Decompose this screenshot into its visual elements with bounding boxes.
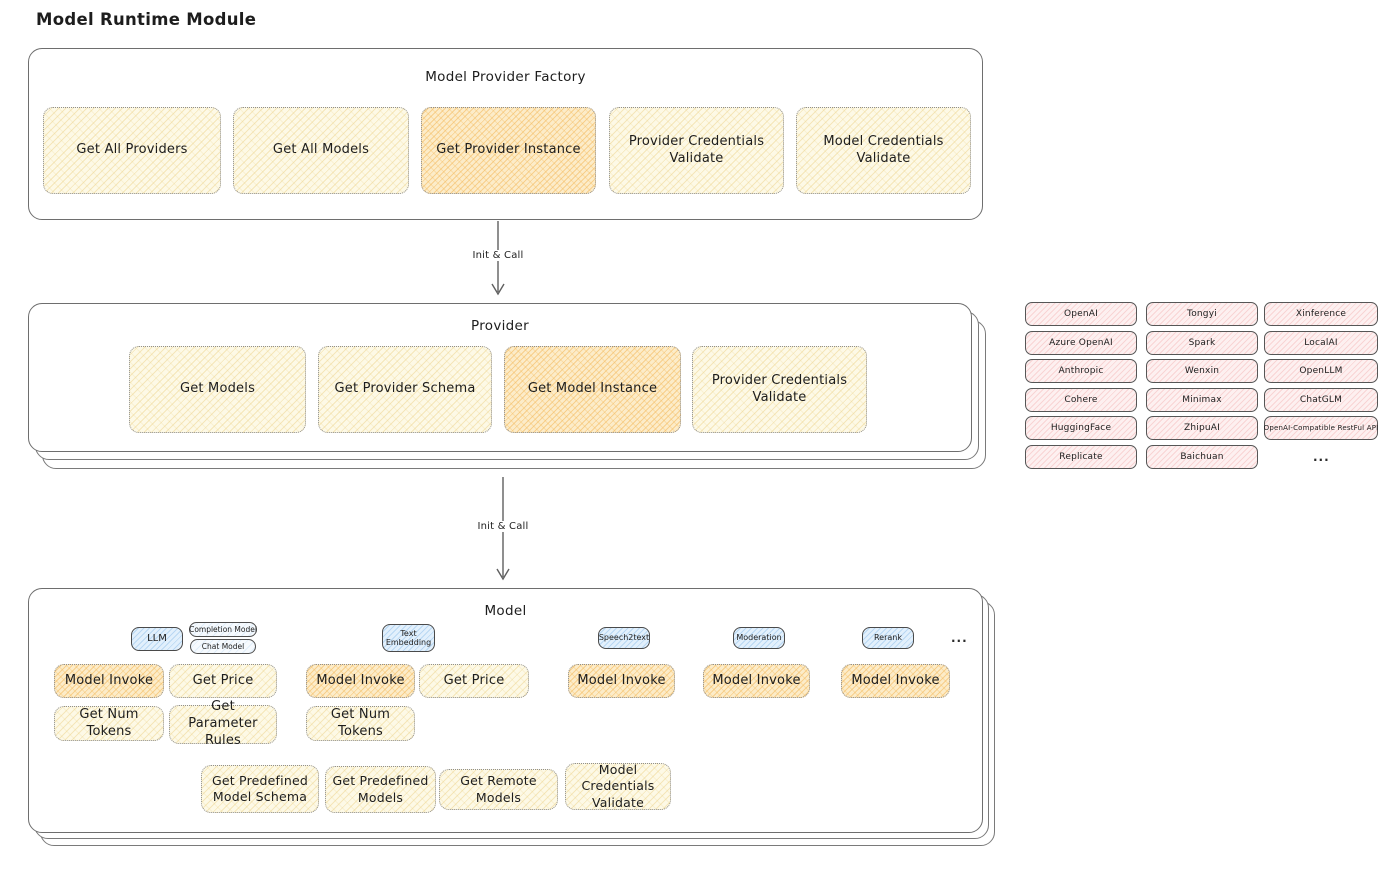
provider-minimax: Minimax [1146, 388, 1258, 412]
provider-huggingface: HuggingFace [1025, 416, 1137, 440]
factory-container: Model Provider Factory Get All Providers… [28, 48, 983, 220]
provider-box-provider-credentials-validate: Provider Credentials Validate [692, 346, 867, 433]
tag-chat-model: Chat Model [190, 639, 256, 654]
init-call-label-2: Init & Call [458, 521, 548, 532]
provider-openai: OpenAI [1025, 302, 1137, 326]
providers-more-ellipsis: ... [1313, 450, 1330, 464]
model-title: Model [484, 603, 527, 619]
model-get-predefined-models: Get Predefined Models [325, 766, 436, 813]
llm-get-price: Get Price [169, 664, 277, 698]
provider-azure-openai: Azure OpenAI [1025, 331, 1137, 355]
factory-box-provider-credentials-validate: Provider Credentials Validate [609, 107, 784, 194]
speech2text-model-invoke: Model Invoke [568, 664, 675, 698]
llm-get-parameter-rules: Get Parameter Rules [169, 699, 277, 748]
model-model-credentials-validate: Model Credentials Validate [565, 762, 671, 810]
provider-container: Provider Get Models Get Provider Schema … [28, 303, 972, 452]
tag-completion-model: Completion Model [189, 622, 257, 637]
provider-chatglm: ChatGLM [1264, 388, 1378, 412]
tag-rerank: Rerank [862, 627, 914, 649]
factory-title: Model Provider Factory [425, 69, 586, 85]
factory-box-model-credentials-validate: Model Credentials Validate [796, 107, 971, 194]
tag-moderation: Moderation [733, 627, 785, 649]
provider-baichuan: Baichuan [1146, 445, 1258, 469]
diagram-title: Model Runtime Module [36, 10, 257, 29]
tag-llm: LLM [131, 627, 183, 651]
text-embedding-get-price: Get Price [419, 664, 529, 698]
provider-box-get-provider-schema: Get Provider Schema [318, 346, 492, 433]
provider-zhipuai: ZhipuAI [1146, 416, 1258, 440]
rerank-model-invoke: Model Invoke [841, 664, 950, 698]
provider-openllm: OpenLLM [1264, 359, 1378, 383]
tag-speech2text: Speech2text [598, 627, 650, 649]
factory-box-get-all-models: Get All Models [233, 107, 409, 194]
provider-cohere: Cohere [1025, 388, 1137, 412]
provider-replicate: Replicate [1025, 445, 1137, 469]
llm-get-num-tokens: Get Num Tokens [54, 706, 164, 741]
tag-text-embedding: Text Embedding [382, 624, 435, 652]
text-embedding-get-num-tokens: Get Num Tokens [306, 706, 415, 741]
factory-box-get-all-providers: Get All Providers [43, 107, 221, 194]
provider-wenxin: Wenxin [1146, 359, 1258, 383]
provider-box-get-model-instance: Get Model Instance [504, 346, 681, 433]
provider-box-get-models: Get Models [129, 346, 306, 433]
provider-openai-compatible-restful-api: OpenAI-Compatible RestFul API [1264, 416, 1378, 440]
model-get-remote-models: Get Remote Models [439, 769, 558, 810]
factory-box-get-provider-instance: Get Provider Instance [421, 107, 596, 194]
moderation-model-invoke: Model Invoke [703, 664, 810, 698]
provider-localai: LocalAI [1264, 331, 1378, 355]
provider-xinference: Xinference [1264, 302, 1378, 326]
provider-title: Provider [471, 318, 529, 334]
provider-tongyi: Tongyi [1146, 302, 1258, 326]
provider-anthropic: Anthropic [1025, 359, 1137, 383]
llm-model-invoke: Model Invoke [54, 664, 164, 698]
model-get-predefined-model-schema: Get Predefined Model Schema [201, 765, 319, 813]
text-embedding-model-invoke: Model Invoke [306, 664, 415, 698]
provider-spark: Spark [1146, 331, 1258, 355]
init-call-label-1: Init & Call [453, 250, 543, 261]
model-types-more-ellipsis: ... [951, 631, 968, 645]
model-container: Model LLM Completion Model Chat Model Te… [28, 588, 983, 833]
